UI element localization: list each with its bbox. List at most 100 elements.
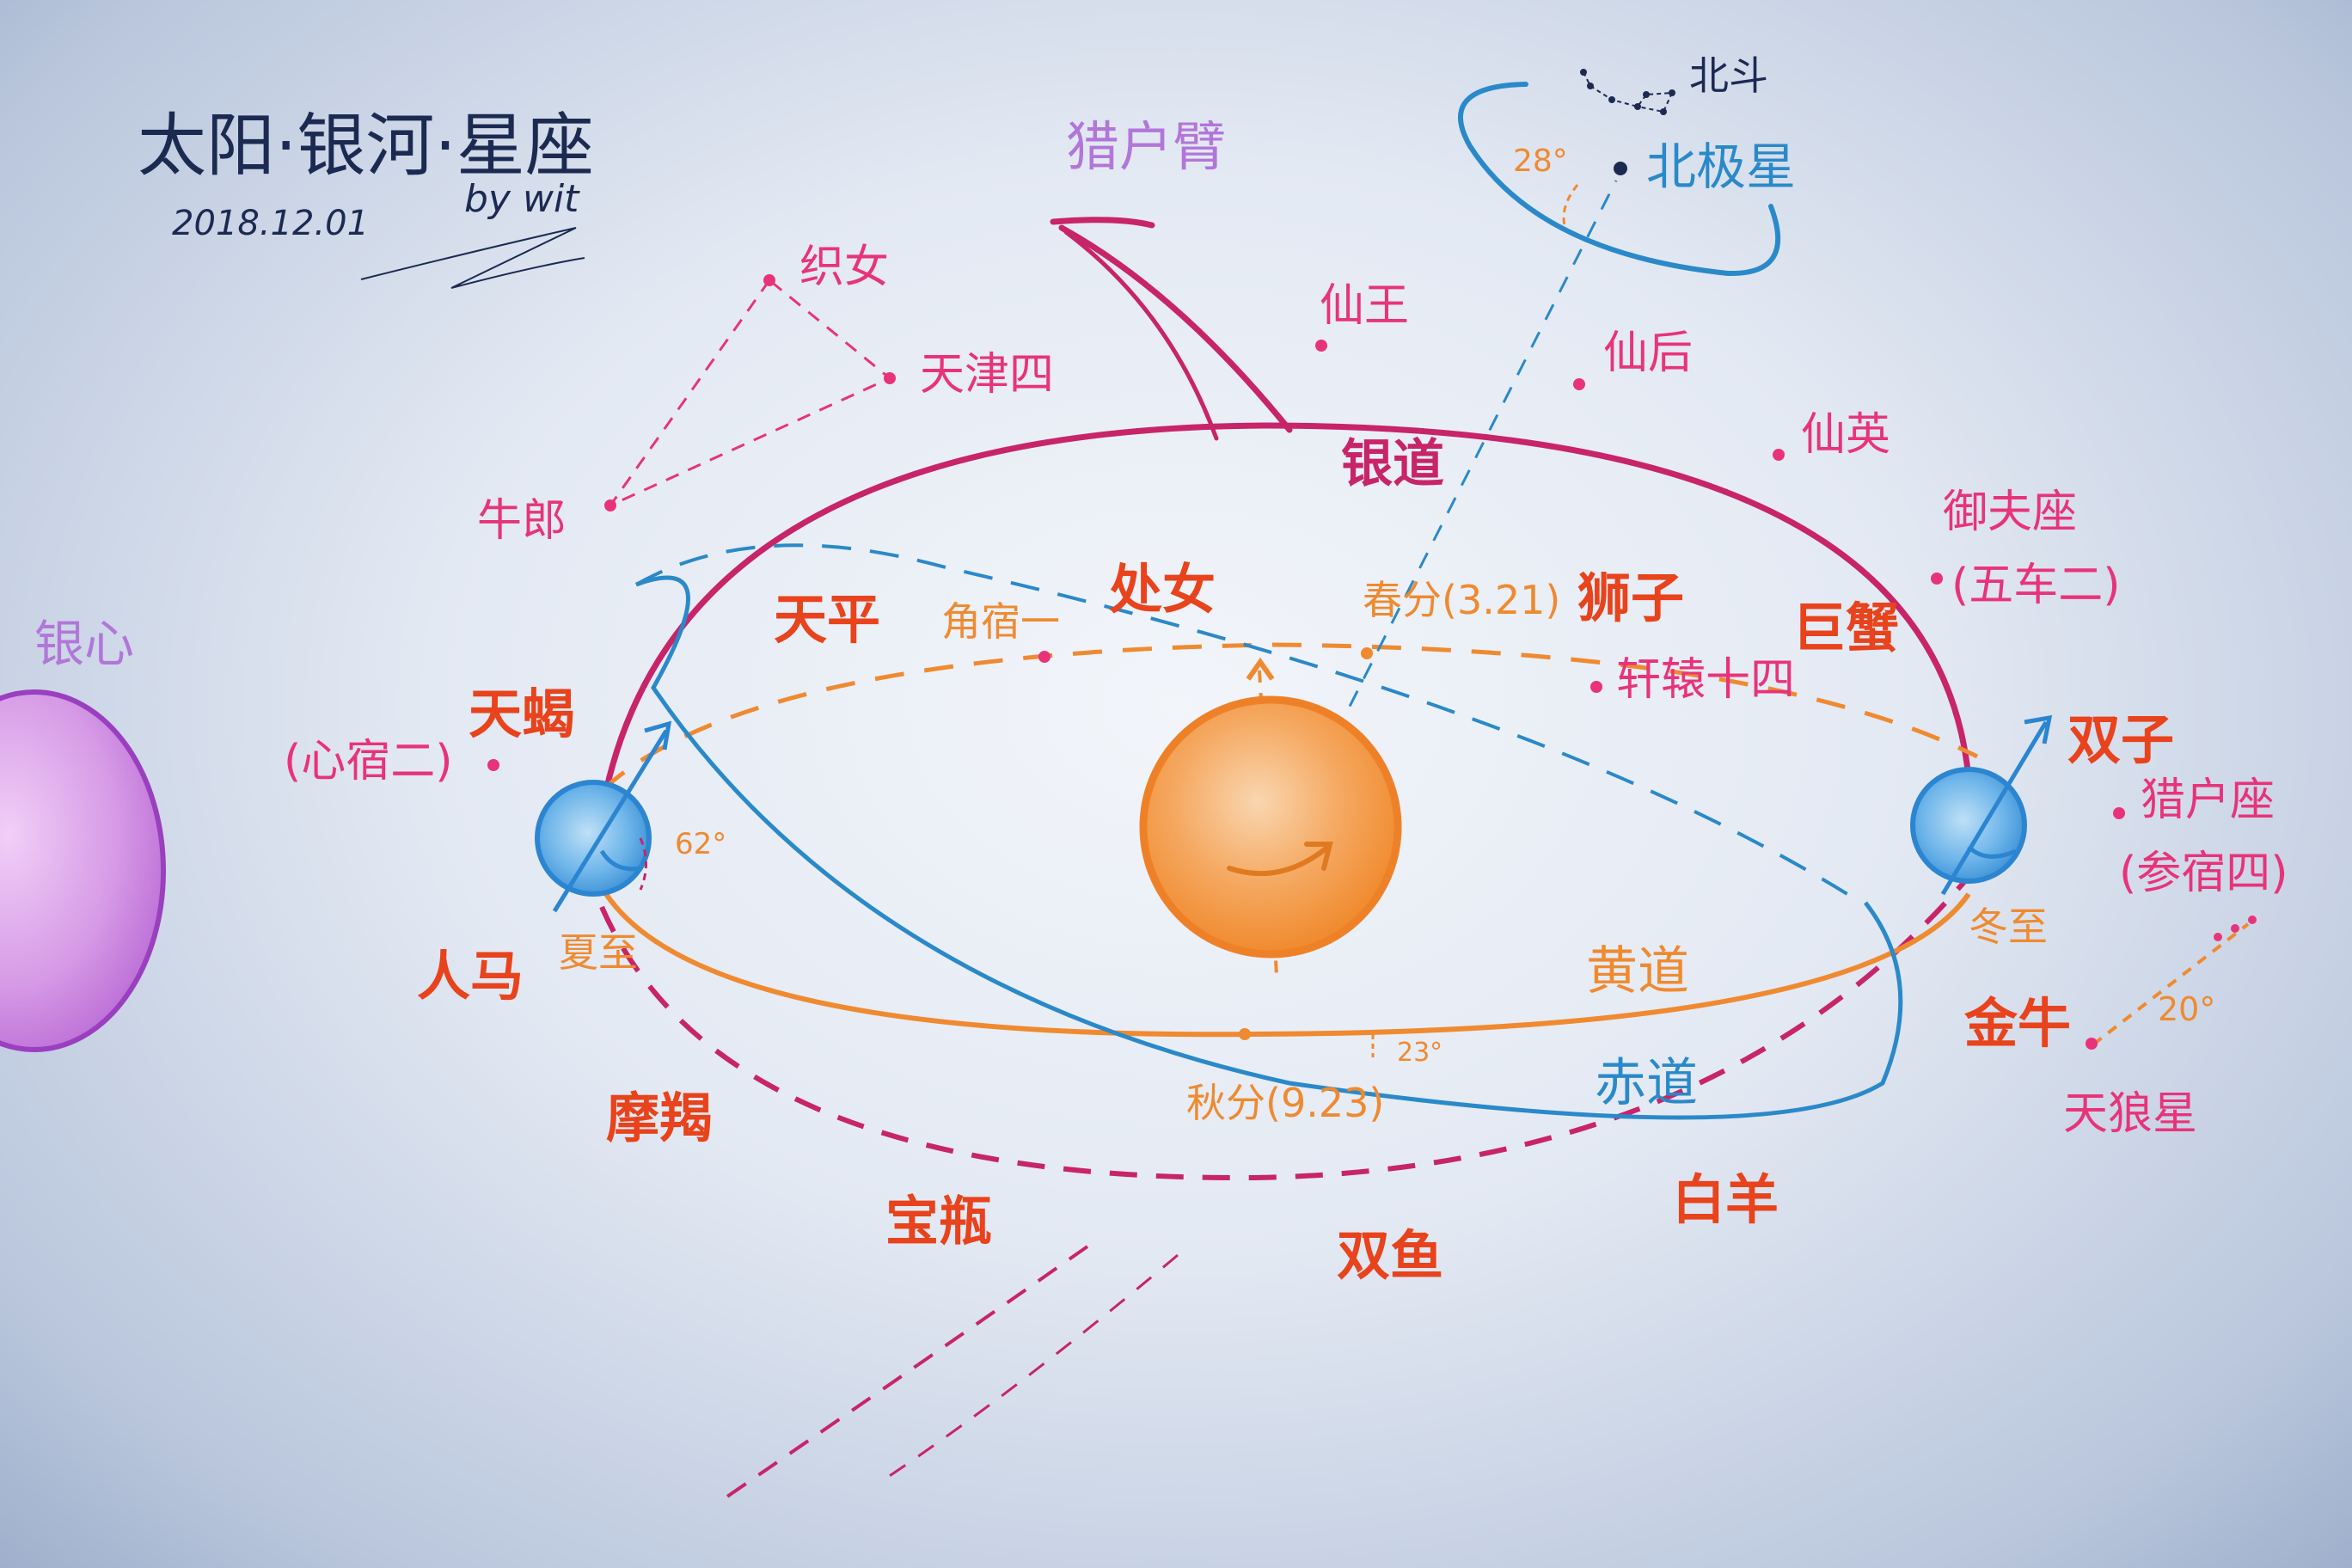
celestial-equator-back: [635, 543, 1863, 904]
altair-dot: [604, 499, 616, 511]
orion-arm-stroke: [1058, 224, 1293, 433]
sun-rotation-arrow: [1227, 842, 1333, 877]
vega-dot: [763, 274, 775, 286]
big-dipper-label: 北斗: [1689, 52, 1768, 99]
star-betelgeuse: (参宿四): [2119, 848, 2288, 899]
polaris-label: 北极星: [1646, 138, 1797, 196]
summer-triangle: [606, 279, 892, 509]
autumnal-equinox-point: [1239, 1028, 1251, 1040]
diagram-date: 2018.12.01: [172, 204, 370, 243]
zodiac-virgo: 处女: [1109, 558, 1216, 621]
star-spica: 角宿一: [941, 598, 1060, 645]
big-dipper-star: [1580, 69, 1587, 76]
polaris-ring: [1458, 82, 1781, 277]
earth-tilt-arc: [639, 837, 647, 891]
earth-summer: [535, 780, 652, 897]
star-auriga: 御夫座: [1943, 487, 2078, 538]
antares-dot: [487, 759, 499, 771]
ecliptic-equator-angle: 23°: [1397, 1038, 1443, 1068]
orion-arm-stroke: [1050, 217, 1155, 229]
sirius-orion-line: [2092, 922, 2250, 1046]
star-cepheus: 仙王: [1320, 280, 1410, 332]
spica-dot: [1038, 651, 1050, 663]
galactic-center-label: 银心: [34, 615, 135, 673]
star-antares: (心宿二): [284, 736, 453, 787]
star-capella: (五车二): [1951, 560, 2121, 611]
sun-axis-arrow: [1246, 657, 1275, 681]
signature-flourish: [360, 227, 585, 289]
polaris-angle-arc: [1562, 184, 1579, 226]
diagram-author: by wit: [464, 177, 579, 221]
cepheus-dot: [1315, 340, 1327, 352]
ecliptic-label: 黄道: [1586, 941, 1689, 1001]
orion-belt-star: [2214, 933, 2222, 941]
earth-rotation-arrow: [1967, 845, 2017, 859]
earth-axis-arrowhead: [2024, 714, 2053, 744]
earth-rotation-arrow: [599, 849, 641, 872]
polaris-star: [1614, 162, 1627, 175]
star-orion: 猎户座: [2141, 775, 2275, 826]
diagram-title: 太阳·银河·星座: [138, 106, 594, 186]
polaris-angle: 28°: [1513, 144, 1568, 179]
big-dipper-star: [1643, 91, 1650, 98]
cassiopeia-dot: [1573, 378, 1585, 390]
zodiac-leo: 狮子: [1577, 567, 1685, 629]
galactic-trail: [885, 1253, 1179, 1480]
orion-arm-label: 猎户臂: [1066, 115, 1227, 178]
big-dipper-star: [1669, 89, 1675, 96]
perseus-dot: [1773, 449, 1785, 461]
galactic-plane-back: [599, 875, 1971, 1181]
earth-tilt-angle: 62°: [675, 827, 727, 861]
sirius-dot: [2086, 1038, 2098, 1050]
ecliptic-front: [603, 892, 1971, 1038]
zodiac-libra: 天平: [774, 588, 881, 651]
galactic-trail: [720, 1245, 1089, 1502]
regulus-dot: [1590, 681, 1602, 693]
star-sirius: 天狼星: [2063, 1088, 2198, 1140]
big-dipper-star: [1608, 96, 1615, 103]
equator-label: 赤道: [1595, 1053, 1698, 1113]
star-cassiopeia: 仙后: [1603, 328, 1694, 379]
zodiac-taurus: 金牛: [1964, 992, 2072, 1055]
zodiac-gemini: 双子: [2067, 708, 2175, 771]
vernal-equinox-label: 春分(3.21): [1363, 577, 1561, 623]
star-regulus: 轩辕十四: [1616, 654, 1796, 706]
zodiac-pisces: 双鱼: [1337, 1224, 1444, 1287]
earth-axis-arrowhead: [644, 720, 672, 750]
auriga-dot: [1931, 573, 1943, 585]
earth-winter: [1910, 767, 2027, 884]
earth-axis: [1940, 720, 2049, 896]
zodiac-aquarius: 宝瓶: [885, 1190, 993, 1253]
autumnal-equinox-label: 秋分(9.23): [1186, 1080, 1385, 1126]
zodiac-capricorn: 摩羯: [606, 1087, 714, 1149]
sun: [1139, 695, 1402, 959]
summer-solstice-label: 夏至: [559, 929, 638, 976]
galactic-plane-front: [590, 422, 1972, 895]
star-deneb: 天津四: [920, 349, 1055, 401]
vernal-equinox-point: [1361, 647, 1373, 659]
earth-axis-to-polaris: [1292, 180, 1618, 818]
celestial-equator-front: [635, 575, 1903, 1120]
orion-arm-stroke: [1063, 230, 1219, 441]
galactic-center-core: [0, 689, 166, 1052]
star-altair: 牛郎: [477, 495, 567, 547]
star-perseus: 仙英: [1801, 409, 1891, 461]
big-dipper-lines: [1583, 71, 1674, 113]
zodiac-scorpio: 天蝎: [469, 683, 576, 745]
ecliptic-back: [600, 642, 1979, 793]
orion-belt-star: [2248, 916, 2257, 924]
big-dipper-star: [1634, 103, 1641, 110]
earth-axis: [552, 729, 669, 913]
sirius-angle: 20°: [2158, 990, 2216, 1028]
deneb-dot: [884, 372, 896, 384]
star-vega: 织女: [799, 242, 890, 293]
big-dipper-star: [1660, 108, 1667, 115]
galactic-plane-label: 银道: [1341, 434, 1444, 494]
zodiac-aries: 白羊: [1672, 1168, 1779, 1231]
winter-solstice-label: 冬至: [1969, 903, 2048, 950]
big-dipper-star: [1587, 83, 1594, 89]
zodiac-cancer: 巨蟹: [1792, 597, 1900, 659]
orion-dot: [2113, 807, 2125, 819]
orion-belt-star: [2231, 924, 2239, 933]
